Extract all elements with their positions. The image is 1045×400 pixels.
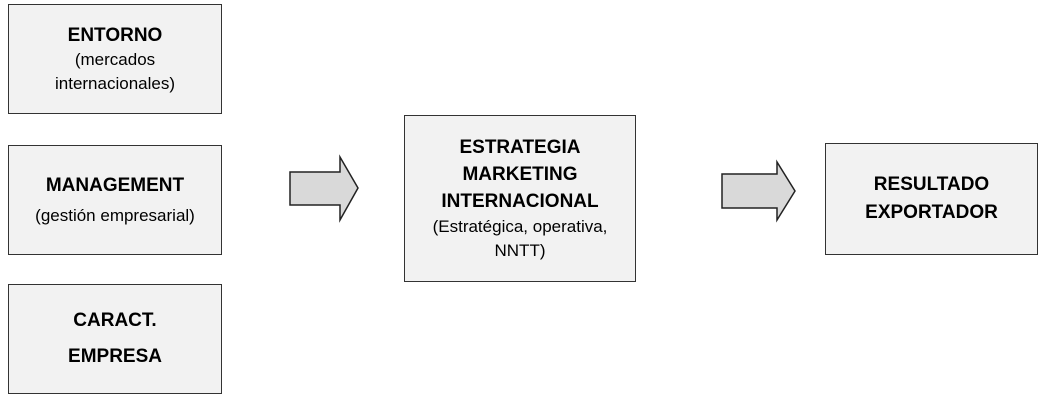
box-title: RESULTADO bbox=[873, 174, 990, 195]
arrow-right-icon bbox=[721, 159, 796, 223]
box-management: MANAGEMENT (gestión empresarial) bbox=[8, 145, 222, 255]
box-entorno: ENTORNO (mercados internacionales) bbox=[8, 4, 222, 114]
arrow-right-icon bbox=[289, 154, 359, 223]
box-caract-empresa: CARACT. EMPRESA bbox=[8, 284, 222, 394]
box-subtitle: internacionales) bbox=[54, 73, 175, 93]
box-title: CARACT. bbox=[73, 310, 157, 331]
box-title: EXPORTADOR bbox=[865, 202, 998, 223]
box-title: INTERNACIONAL bbox=[441, 191, 599, 212]
box-title: EMPRESA bbox=[68, 346, 162, 367]
box-resultado: RESULTADO EXPORTADOR bbox=[825, 143, 1038, 255]
box-title: ESTRATEGIA bbox=[459, 137, 581, 158]
box-title: ENTORNO bbox=[67, 24, 163, 46]
box-subtitle: NNTT) bbox=[494, 241, 546, 260]
box-subtitle: (mercados bbox=[74, 49, 156, 69]
box-subtitle: (gestión empresarial) bbox=[35, 205, 195, 225]
box-title: MARKETING bbox=[462, 164, 578, 185]
box-subtitle: (Estratégica, operativa, bbox=[432, 217, 608, 236]
box-estrategia: ESTRATEGIA MARKETING INTERNACIONAL (Estr… bbox=[404, 115, 636, 282]
box-title: MANAGEMENT bbox=[45, 174, 185, 196]
